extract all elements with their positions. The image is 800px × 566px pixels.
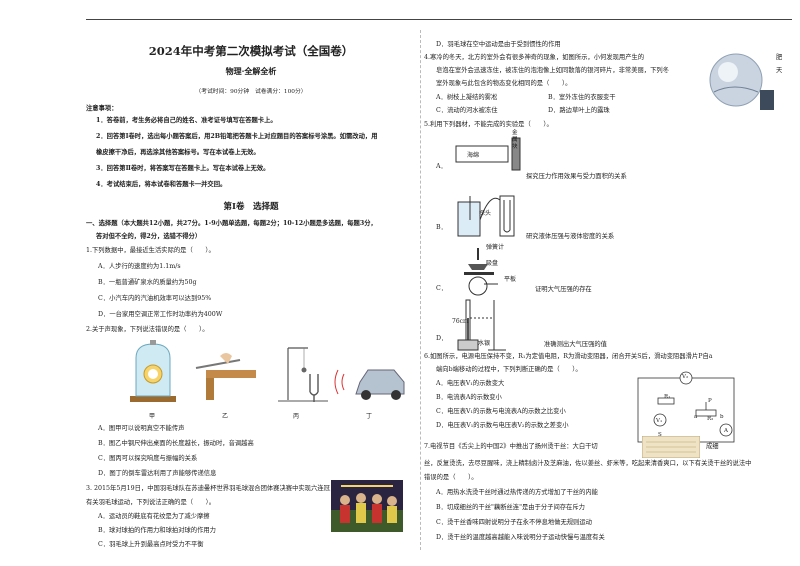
q6-circuit-diagram — [637, 371, 735, 446]
q5-label-height: 76cm — [452, 318, 469, 325]
q4-option-d: D．路边草叶上的露珠 — [548, 107, 610, 114]
q6-option-c: C．电压表V₁的示数与电流表A的示数之比变小 — [436, 408, 566, 415]
q5-a-figure — [455, 137, 521, 171]
q6-option-b: B．电流表A的示数变小 — [436, 394, 502, 401]
circuit-label-switch: S — [658, 432, 662, 438]
tuning-fork-figure — [278, 347, 328, 402]
q5-label-metal: 金属块 — [512, 130, 518, 150]
q4-stem-1: 4.寒冷的冬天，北方的室外会有很多神奇的现象，如图所示，小何发现用产生的 — [424, 54, 645, 61]
circuit-label-r1: R₁ — [664, 394, 671, 400]
circuit-label-v1: V₁ — [656, 418, 663, 424]
car-radar-figure — [334, 369, 405, 400]
q2-option-d: D．图丁的倒车雷达利用了声能够传递信息 — [98, 470, 217, 477]
section-title: 第Ⅰ卷 选择题 — [223, 202, 279, 212]
q1-option-d: D．一台家用空调正常工作时功率约为400W — [98, 311, 223, 318]
q5-label-probe: 探头 — [479, 210, 492, 217]
note-4: 4．考试结束后，将本试卷和答题卡一并交回。 — [96, 181, 227, 188]
circuit-label-v2: V₂ — [682, 374, 689, 380]
column-divider — [420, 30, 421, 550]
q5-option-d: D． — [436, 335, 448, 342]
q2-caption-ding: 丁 — [366, 413, 373, 420]
frozen-bubble-photo — [700, 46, 774, 110]
q7-option-a: A．用热水洗烫干丝时通过热传递的方式增加了干丝的内能 — [436, 489, 598, 496]
q3-stem-2: 有关羽毛球运动，下列说法正确的是（ ）。 — [86, 499, 216, 506]
q4-stem-3: 室外现象与此包含的物态变化相同的是（ ）。 — [436, 80, 572, 87]
q5-d-figure — [457, 299, 506, 351]
q1-stem: 1.下列数据中，最接近生活实际的是（ ）。 — [86, 247, 215, 254]
q7-stem-1-tail: 成细 — [706, 443, 719, 450]
q3-stem-1: 3. 2015年5月19日，中国羽毛球队在苏迪曼杯世界羽毛球混合团体赛决赛中实现… — [86, 485, 387, 492]
notes-heading: 注意事项： — [86, 105, 118, 112]
q5-label-sea: 海绵 — [467, 152, 480, 159]
section-intro-1: 一、选择题（本大题共12小题，共27分。1-9小题单选题，每题2分；10-12小… — [86, 220, 377, 227]
badminton-team-photo — [331, 480, 403, 532]
q7-option-d: D．烫干丝的温度越高越能入味说明分子运动快慢与温度有关 — [436, 534, 605, 541]
q3-option-c: C．羽毛球上升到最高点时受力不平衡 — [98, 541, 204, 548]
exam-title: 2024年中考第二次模拟考试（全国卷） — [148, 44, 354, 58]
note-1: 1．答卷前，考生务必将自己的姓名、准考证号填写在答题卡上。 — [96, 117, 277, 124]
q2-caption-yi: 乙 — [222, 413, 229, 420]
q4-option-c: C．流动的河水被冻住 — [436, 107, 498, 114]
q3-option-d: D．羽毛球在空中运动是由于受到惯性的作用 — [436, 41, 561, 48]
circuit-label-p: P — [708, 398, 712, 404]
q5-desc-b: 研究液体压强与液体密度的关系 — [526, 233, 615, 240]
q2-option-c: C．图丙可以探究响度与振幅的关系 — [98, 455, 198, 462]
note-2: 2．回答第Ⅰ卷时，选出每小题答案后，用2B铅笔把答题卡上对应题目的答案标号涂黑。… — [96, 133, 378, 140]
q1-option-b: B．一瓶普通矿泉水的质量约为50g — [98, 279, 197, 286]
q5-option-b: B． — [436, 224, 447, 231]
bell-jar-figure — [130, 340, 176, 402]
section-intro-2: 答对但不全的，得2分，选错不得分） — [96, 233, 202, 240]
q4-stem-1-tail: 肥 — [776, 54, 783, 61]
q3-option-b: B．球对球拍的作用力和球拍对球的作用力 — [98, 527, 216, 534]
q5-desc-a: 探究压力作用效果与受力面积的关系 — [526, 173, 627, 180]
q6-stem-1: 6.如图所示，电源电压保持不变，R₁为定值电阻，R为滑动变阻器，闭合开关S后，滑… — [424, 353, 713, 360]
q5-stem: 5.利用下列器材，不能完成的实验是（ ）。 — [424, 121, 553, 128]
q5-b-figure — [457, 195, 515, 237]
circuit-label-ammeter: A — [724, 428, 728, 434]
q5-desc-d: 准确测出大气压强的值 — [544, 341, 607, 348]
q5-label-glass: 平板 — [504, 276, 517, 283]
circuit-label-a: a — [694, 414, 698, 420]
q5-label-mercury: 水银 — [478, 340, 491, 347]
q5-desc-c: 证明大气压强的存在 — [535, 286, 592, 293]
q2-caption-jia: 甲 — [149, 413, 156, 420]
q6-option-d: D．电压表V₁的示数与电压表V₂的示数之差变小 — [436, 422, 569, 429]
q2-figures — [130, 340, 405, 402]
ruler-figure — [195, 353, 256, 400]
q7-stem-3: 错误的是（ ）。 — [424, 474, 478, 481]
note-2-cont: 橡皮擦干净后，再选涂其他答案标号。写在本试卷上无效。 — [96, 149, 260, 156]
q7-stem-2: 丝，反复烫洗，去尽豆腥味，浇上精制卤汁及芝麻油，佐以姜丝、虾米等，吃起来清香爽口… — [424, 460, 752, 467]
q2-stem: 2.关于声现象，下列说法错误的是（ ）。 — [86, 326, 209, 333]
tofu-photo — [642, 436, 700, 458]
q2-option-b: B．图乙中钢尺伸出桌面的长度越长，振动时，音调越高 — [98, 440, 254, 447]
q3-option-a: A．运动员的鞋底有花纹是为了减少摩擦 — [98, 513, 210, 520]
q1-option-a: A．人步行的速度约为1.1m/s — [98, 263, 181, 270]
q4-option-b: B．室外冻住的衣服变干 — [548, 94, 616, 101]
q7-stem-1: 7.电视节目《舌尖上的中国2》中推出了扬州烫干丝：大白干切 — [424, 443, 598, 450]
q6-option-a: A．电压表V₁的示数变大 — [436, 380, 505, 387]
circuit-label-r2: R₂ — [707, 416, 714, 422]
q2-option-a: A．图甲可以说明真空不能传声 — [98, 425, 185, 432]
top-rule — [86, 19, 792, 20]
q7-option-b: B．切成细丝的干丝"藕断丝连"是由于分子间存在斥力 — [436, 504, 585, 511]
q4-stem-2-tail: 天 — [776, 67, 783, 74]
q5-label-sucker: 吸盘 — [486, 260, 499, 267]
q5-option-c: C． — [436, 285, 448, 292]
exam-subtitle: 物理·全解全析 — [225, 66, 277, 76]
q4-option-a: A．树枝上凝结的雾凇 — [436, 94, 498, 101]
q1-option-c: C．小汽车内的汽油机效率可以达到95% — [98, 295, 212, 302]
note-3: 3．回答第Ⅱ卷时，将答案写在答题卡上。写在本试卷上无效。 — [96, 165, 270, 172]
q4-stem-2: 皂泡在室外会迅速冻住，被冻住的泡泡像上如同散落的银河碎片，非常美丽，下列冬 — [436, 67, 669, 74]
q5-c-figure — [464, 248, 498, 296]
exam-meta: （考试时间：90分钟 试卷满分：100分） — [195, 89, 307, 95]
q6-stem-2: 端向b端移动的过程中，下列判断正确的是（ ）。 — [436, 366, 582, 373]
circuit-label-b: b — [720, 414, 724, 420]
q2-caption-bing: 丙 — [293, 413, 300, 420]
q7-option-c: C．烫干丝香味四射说明分子在永不停息地做无规则运动 — [436, 519, 592, 526]
q5-option-a: A． — [436, 163, 447, 170]
q5-label-spring: 弹簧计 — [486, 244, 505, 251]
